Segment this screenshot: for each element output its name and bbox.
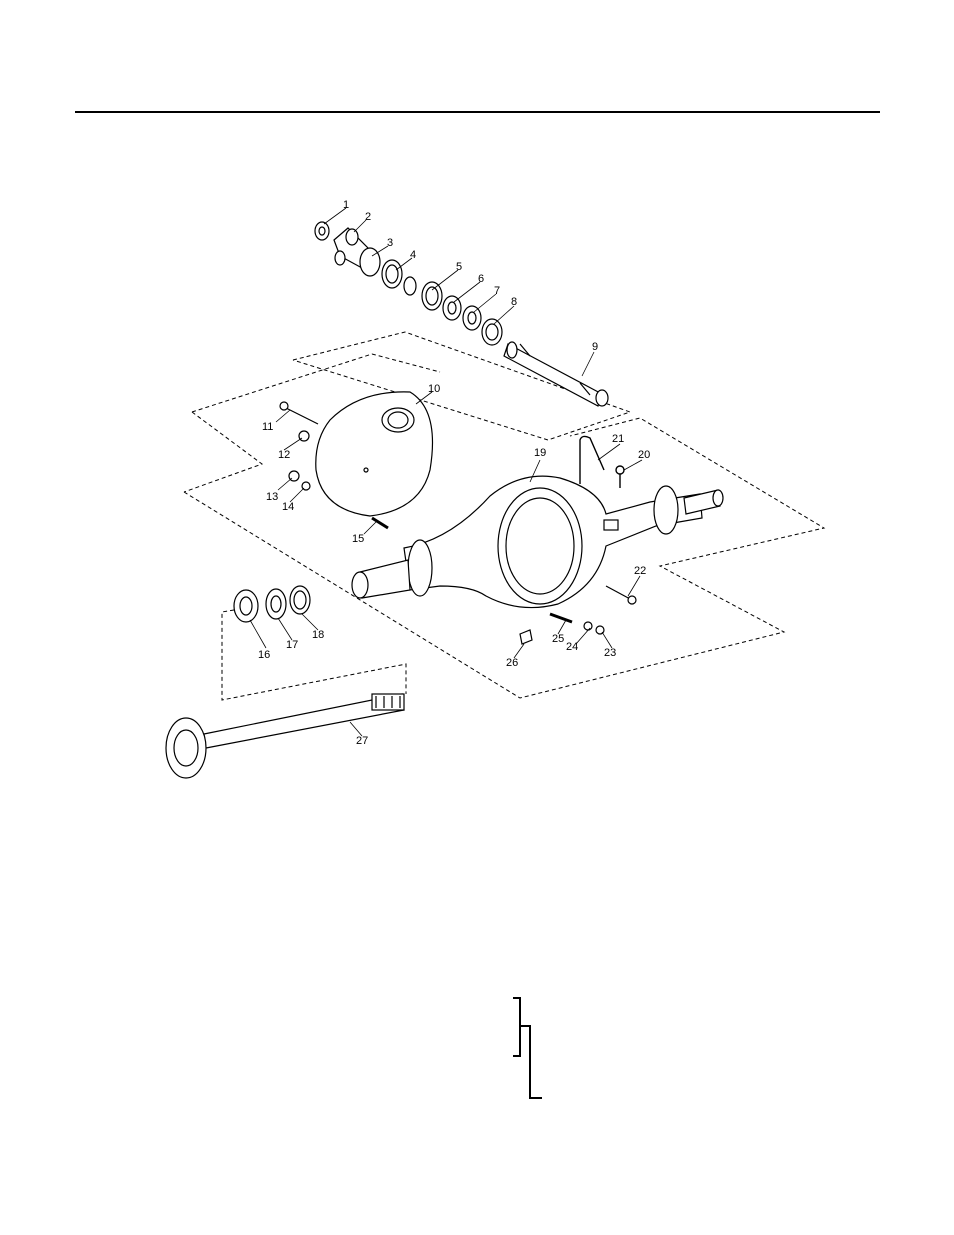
callout-27: 27 (356, 735, 368, 747)
callout-23: 23 (604, 647, 616, 659)
callout-19: 19 (534, 447, 546, 459)
callout-8: 8 (511, 296, 517, 308)
callout-14: 14 (282, 501, 294, 513)
callout-5: 5 (456, 261, 462, 273)
callout-13: 13 (266, 491, 278, 503)
bracket-marks (513, 998, 542, 1098)
callout-10: 10 (428, 383, 440, 395)
callout-11: 11 (262, 421, 273, 433)
callout-1: 1 (343, 199, 349, 211)
callout-16: 16 (258, 649, 270, 661)
callout-26: 26 (506, 657, 518, 669)
axle-shaft (166, 694, 404, 778)
callout-22: 22 (634, 565, 646, 577)
callout-9: 9 (592, 341, 598, 353)
callout-21: 21 (612, 433, 624, 445)
callout-3: 3 (387, 237, 393, 249)
pinion-assembly (315, 222, 608, 406)
nut-shaft-link (222, 610, 406, 700)
callout-18: 18 (312, 629, 324, 641)
callout-17: 17 (286, 639, 298, 651)
callout-4: 4 (410, 249, 416, 261)
callout-20: 20 (638, 449, 650, 461)
callout-12: 12 (278, 449, 290, 461)
differential-cover (316, 392, 433, 516)
callout-6: 6 (478, 273, 484, 285)
callout-7: 7 (494, 285, 500, 297)
callout-24: 24 (566, 641, 578, 653)
wheel-bearing-nuts (234, 586, 310, 622)
callout-2: 2 (365, 211, 371, 223)
callout-15: 15 (352, 533, 364, 545)
callout-25: 25 (552, 633, 564, 645)
leader-lines (250, 208, 642, 736)
